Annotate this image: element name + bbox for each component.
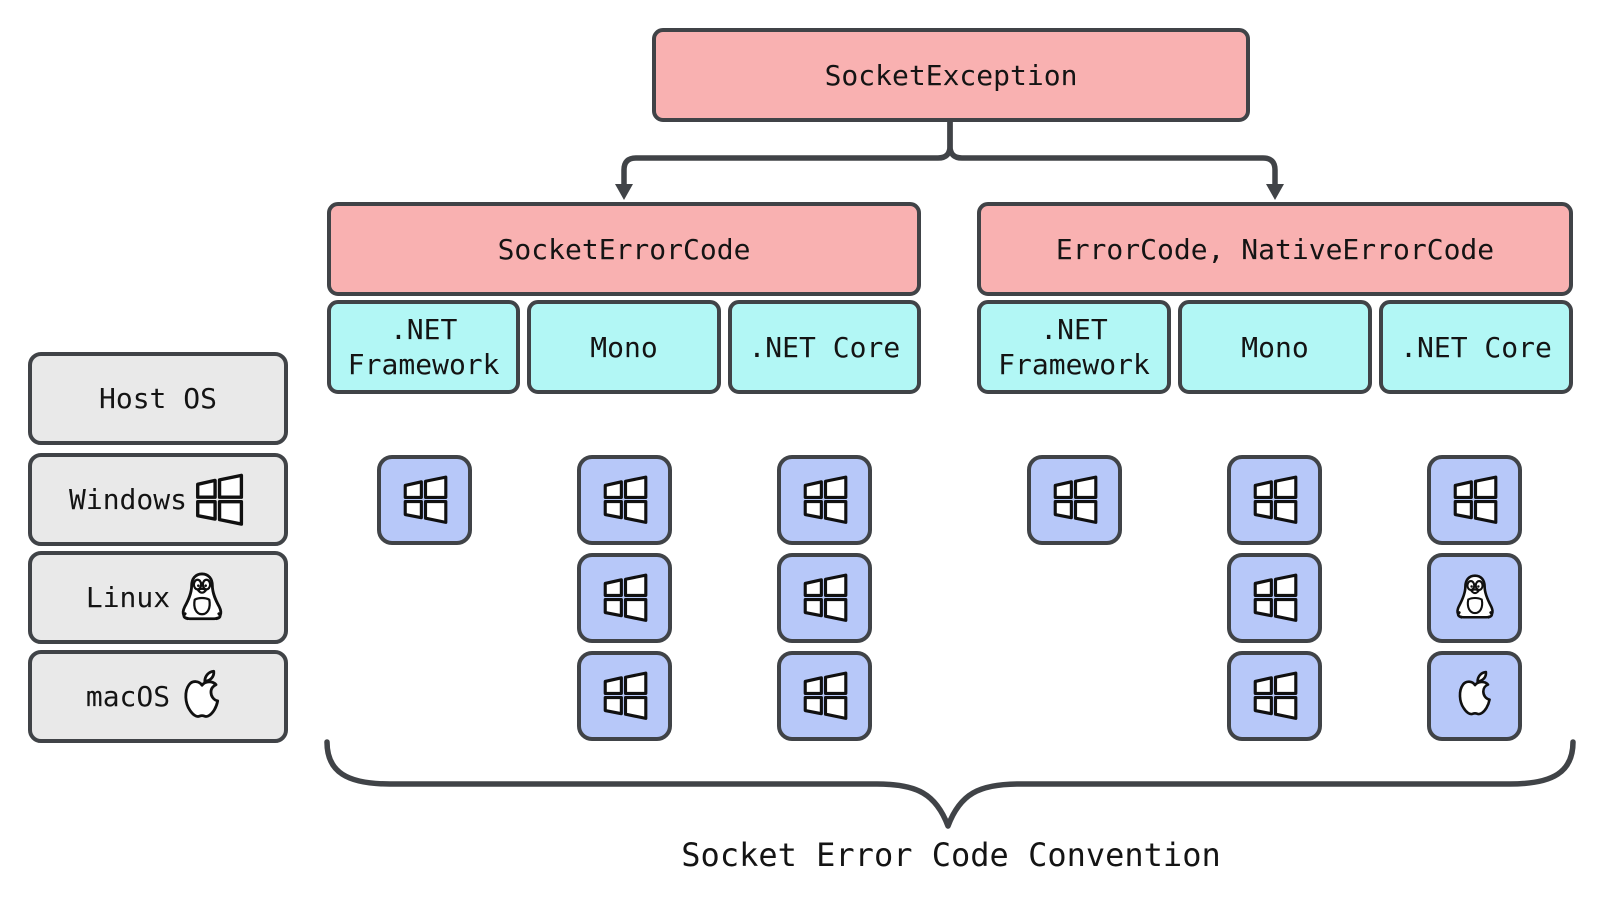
apple-logo-icon: [174, 669, 230, 725]
runtime-label: Mono: [590, 330, 658, 364]
os-row-label: Windows: [68, 483, 187, 516]
branch-header-label: ErrorCode, NativeErrorCode: [1055, 232, 1495, 266]
cell-socketerrorcode-netcore-linux: [777, 553, 872, 643]
windows-logo-icon: [799, 474, 851, 526]
windows-logo-icon: [399, 474, 451, 526]
tux-penguin-icon: [174, 570, 230, 626]
windows-logo-icon: [799, 572, 851, 624]
runtime-label: Mono: [1241, 330, 1309, 364]
runtime-box-net-framework: .NET Framework: [977, 300, 1171, 394]
cell-errorcode-mono-macos: [1227, 651, 1322, 741]
cell-errorcode-netcore-macos: [1427, 651, 1522, 741]
os-row-macos: macOS: [28, 650, 288, 743]
runtime-label: .NET Framework: [998, 313, 1150, 381]
arrowhead-right: [1266, 184, 1284, 200]
diagram-caption: Socket Error Code Convention: [681, 836, 1221, 874]
os-row-host-os: Host OS: [28, 352, 288, 445]
runtime-label: .NET Core: [1400, 330, 1552, 364]
os-row-label: Host OS: [98, 382, 217, 415]
windows-logo-icon: [1249, 474, 1301, 526]
windows-logo-icon: [191, 472, 247, 528]
cell-socketerrorcode-netframework-windows: [377, 455, 472, 545]
cell-socketerrorcode-netcore-macos: [777, 651, 872, 741]
cell-socketerrorcode-netcore-windows: [777, 455, 872, 545]
runtime-label: .NET Framework: [347, 313, 500, 381]
root-node-socketexception: SocketException: [652, 28, 1250, 122]
branch-wire-left: [621, 119, 953, 191]
windows-logo-icon: [599, 670, 651, 722]
cell-socketerrorcode-mono-macos: [577, 651, 672, 741]
windows-logo-icon: [1249, 670, 1301, 722]
windows-logo-icon: [1049, 474, 1101, 526]
os-row-linux: Linux: [28, 551, 288, 644]
runtime-row-socketerrorcode: .NET Framework Mono .NET Core: [327, 300, 921, 394]
branch-header-socketerrorcode: SocketErrorCode: [327, 202, 921, 296]
windows-logo-icon: [1249, 572, 1301, 624]
windows-logo-icon: [1449, 474, 1501, 526]
branch-wire-right: [947, 119, 1278, 191]
bottom-brace: [324, 739, 1576, 829]
arrowhead-left: [615, 184, 633, 200]
runtime-box-mono: Mono: [1178, 300, 1372, 394]
branch-header-errorcode-nativeerrorcode: ErrorCode, NativeErrorCode: [977, 202, 1573, 296]
runtime-row-errorcode: .NET Framework Mono .NET Core: [977, 300, 1573, 394]
cell-socketerrorcode-mono-windows: [577, 455, 672, 545]
cell-errorcode-netcore-windows: [1427, 455, 1522, 545]
cell-errorcode-netframework-windows: [1027, 455, 1122, 545]
apple-logo-icon: [1449, 670, 1501, 722]
tux-penguin-icon: [1449, 572, 1501, 624]
os-row-label: macOS: [85, 680, 171, 713]
cell-socketerrorcode-mono-linux: [577, 553, 672, 643]
root-node-label: SocketException: [824, 58, 1078, 92]
runtime-box-net-core: .NET Core: [1379, 300, 1573, 394]
runtime-box-mono: Mono: [527, 300, 721, 394]
windows-logo-icon: [599, 474, 651, 526]
os-row-label: Linux: [85, 581, 171, 614]
runtime-label: .NET Core: [748, 330, 901, 364]
cell-errorcode-netcore-linux: [1427, 553, 1522, 643]
windows-logo-icon: [799, 670, 851, 722]
os-row-windows: Windows: [28, 453, 288, 546]
cell-errorcode-mono-windows: [1227, 455, 1322, 545]
branch-header-label: SocketErrorCode: [497, 232, 751, 266]
windows-logo-icon: [599, 572, 651, 624]
cell-errorcode-mono-linux: [1227, 553, 1322, 643]
runtime-box-net-framework: .NET Framework: [327, 300, 521, 394]
runtime-box-net-core: .NET Core: [727, 300, 921, 394]
